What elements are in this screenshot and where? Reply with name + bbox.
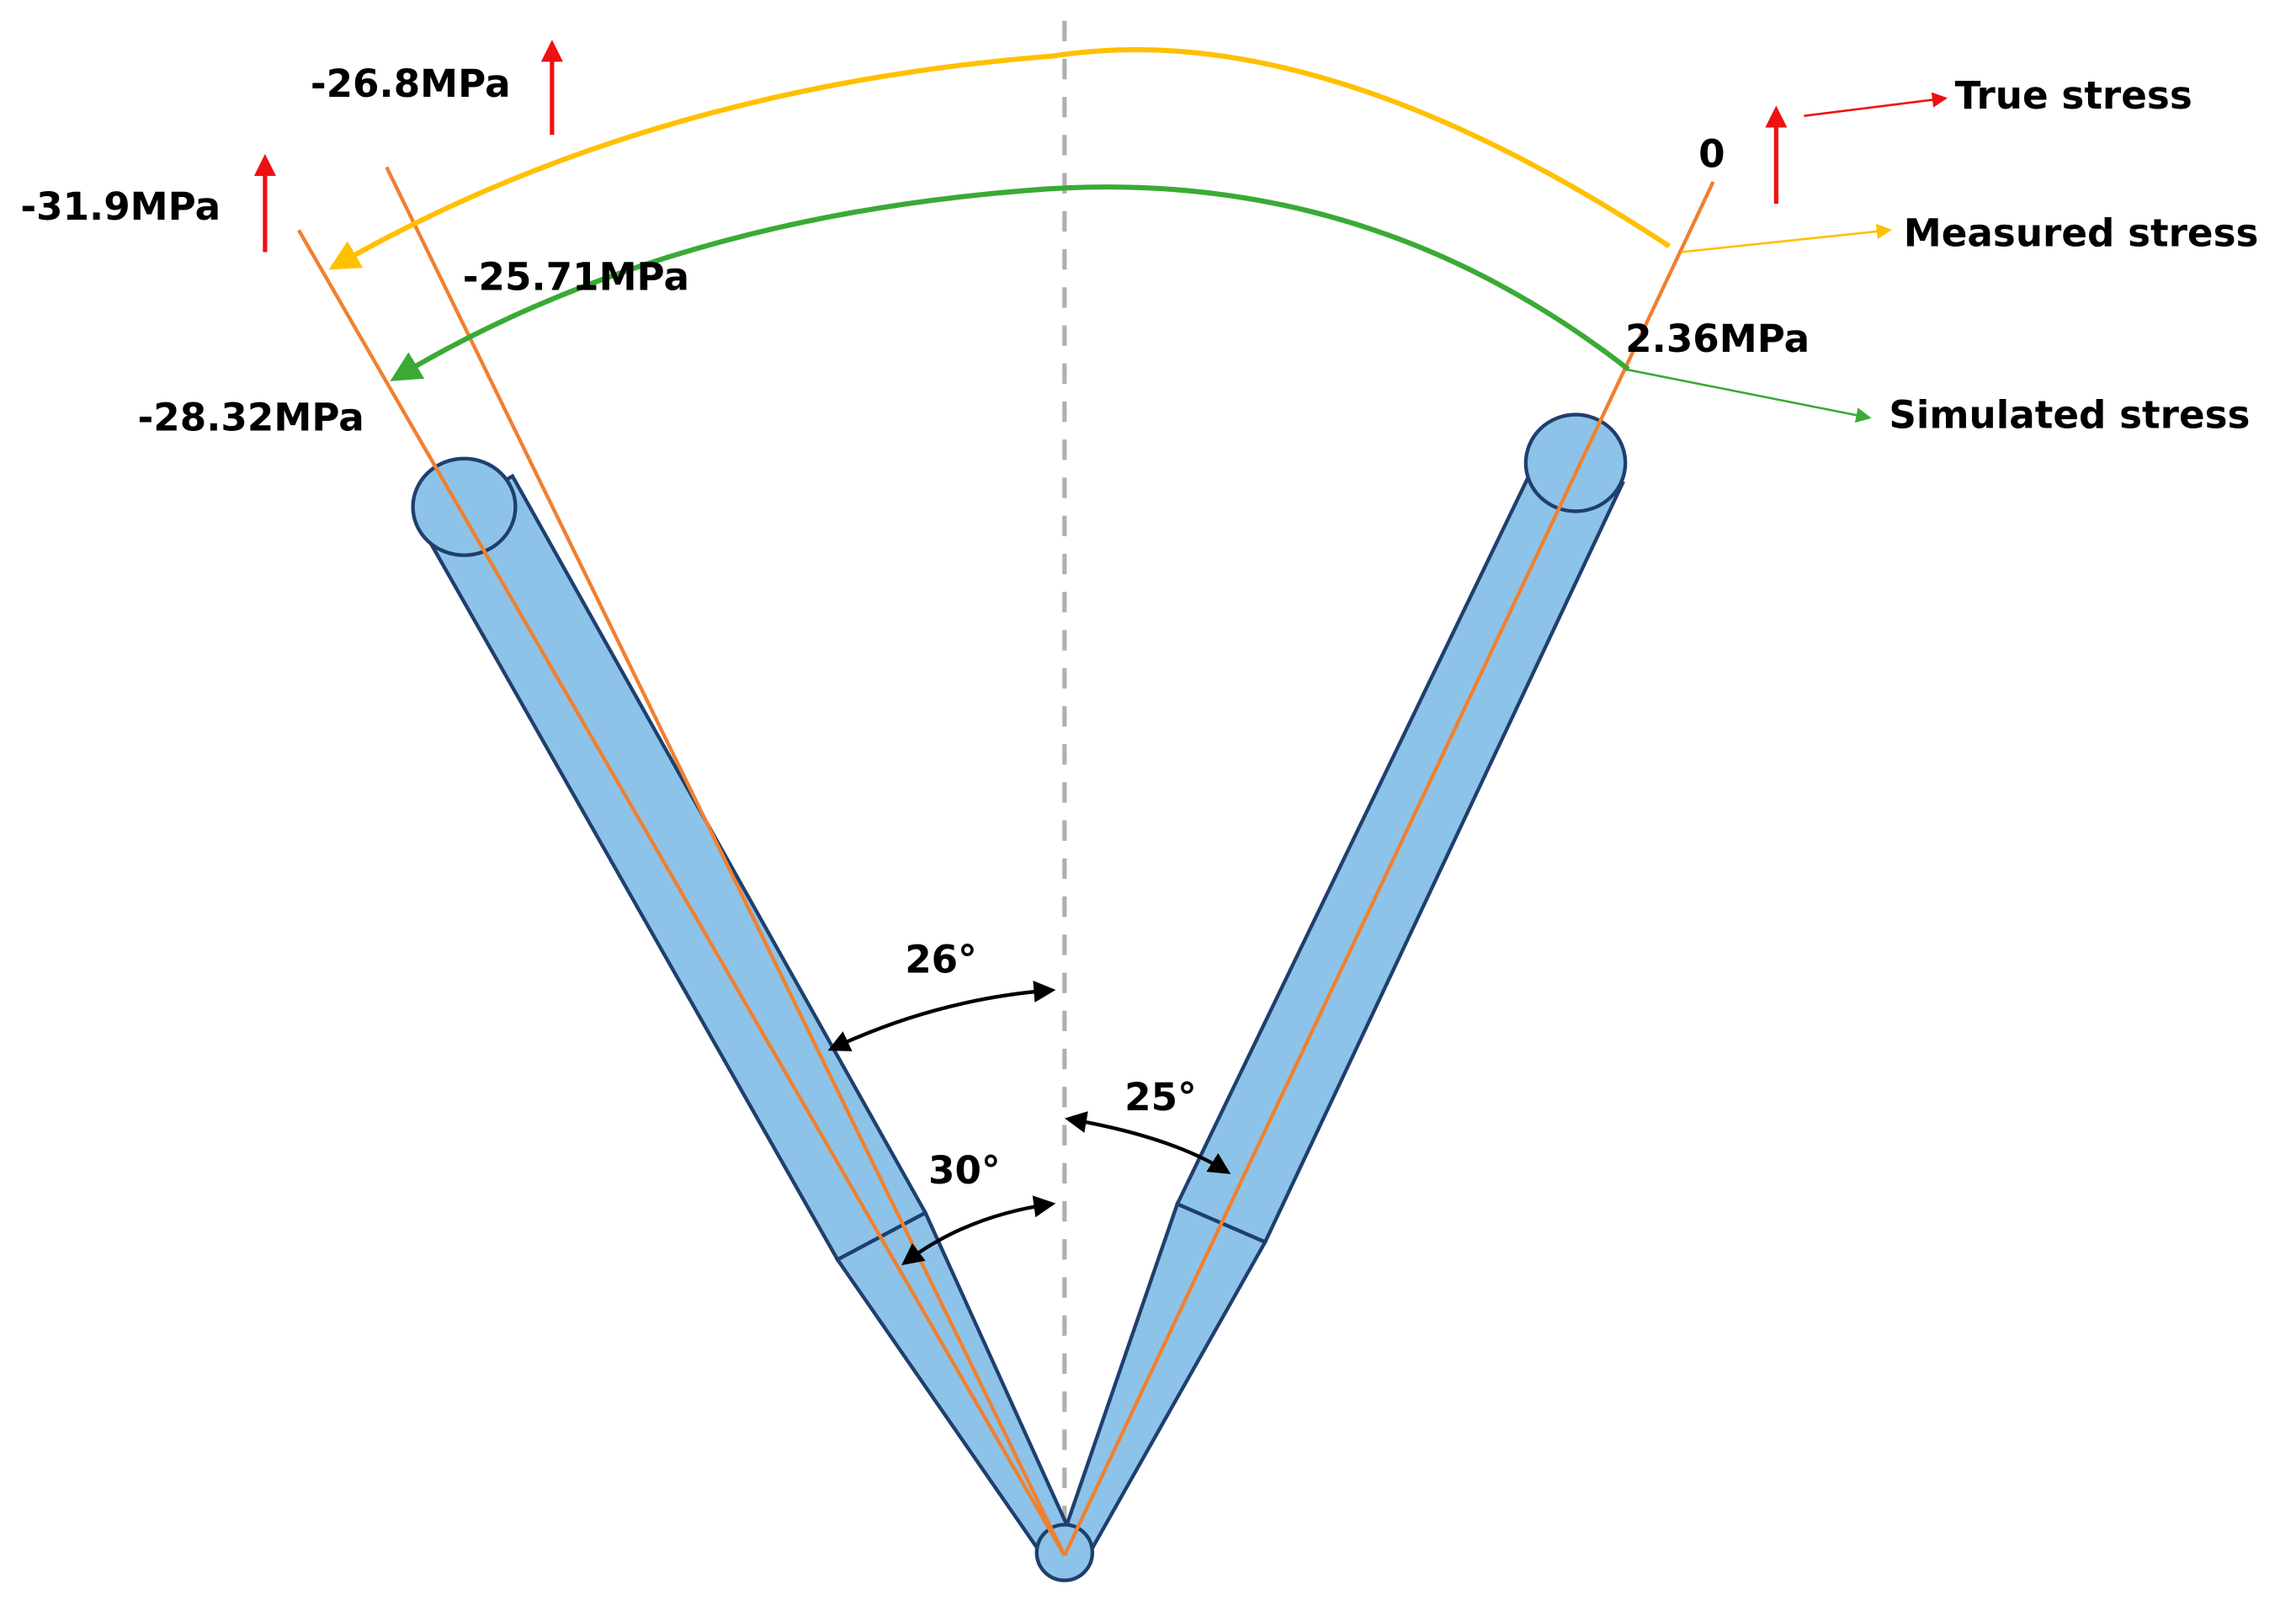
legend-simulated-stress: Simulated stress — [1889, 392, 2250, 437]
angle-label-26: 26° — [905, 937, 977, 981]
simulated-stress-right-value: 2.36MPa — [1625, 316, 1810, 361]
legend-measured-connector — [1681, 223, 1892, 253]
true-stress-left-inner-value: -26.8MPa — [311, 61, 511, 106]
right-axis-line — [1062, 181, 1715, 1556]
right-rod — [1055, 412, 1628, 1561]
left-outer-axis-line — [297, 229, 1066, 1556]
angle-arrow-26 — [827, 980, 1056, 1051]
angle-arrow-25 — [1064, 1111, 1231, 1174]
angle-label-30: 30° — [928, 1148, 1001, 1193]
true-stress-right-value: 0 — [1698, 132, 1725, 177]
left-inner-axis-line — [385, 166, 1066, 1556]
angle-label-25: 25° — [1124, 1075, 1197, 1120]
simulated-stress-arc — [390, 184, 1630, 381]
legend-simulated-connector — [1624, 368, 1872, 423]
legend-true-stress: True stress — [1955, 73, 2192, 118]
measured-stress-arc — [328, 47, 1672, 270]
angle-arrow-30 — [901, 1195, 1056, 1266]
true-stress-left-outer-value: -31.9MPa — [20, 184, 221, 229]
measured-stress-left-value: -25.71MPa — [463, 255, 689, 300]
simulated-stress-left-value: -28.32MPa — [138, 396, 364, 440]
left-rod — [411, 456, 1084, 1566]
legend-measured-stress: Measured stress — [1904, 211, 2259, 256]
legend-true-connector — [1804, 92, 1948, 117]
